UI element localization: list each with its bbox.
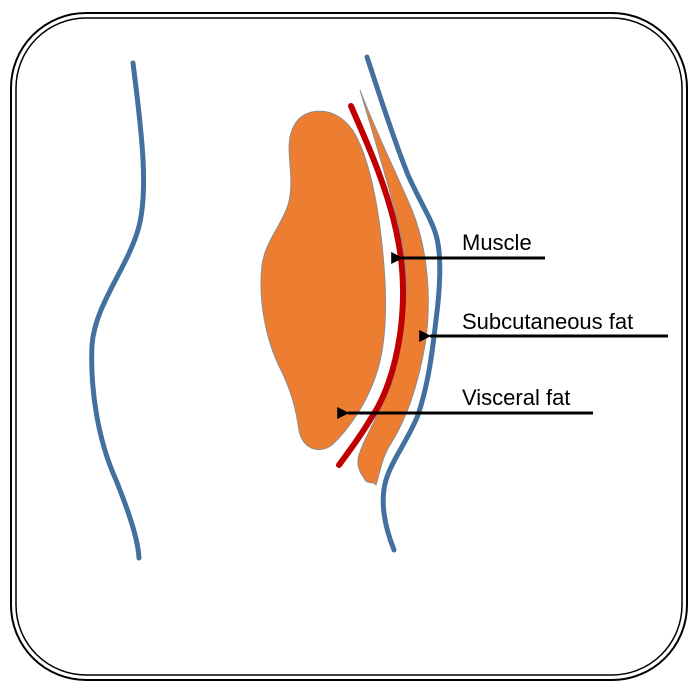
visceral-fat-region [260,110,387,450]
front-body-outline [364,54,443,553]
subcutaneous-fat-label: Subcutaneous fat [462,309,634,334]
back-body-outline [89,60,147,561]
subcutaneous-fat-region [357,89,429,487]
muscle-layer [336,103,407,468]
outer-frame [10,12,688,681]
muscle-label: Muscle [462,230,532,255]
inner-frame [15,17,683,676]
visceral-fat-label: Visceral fat [462,385,571,410]
